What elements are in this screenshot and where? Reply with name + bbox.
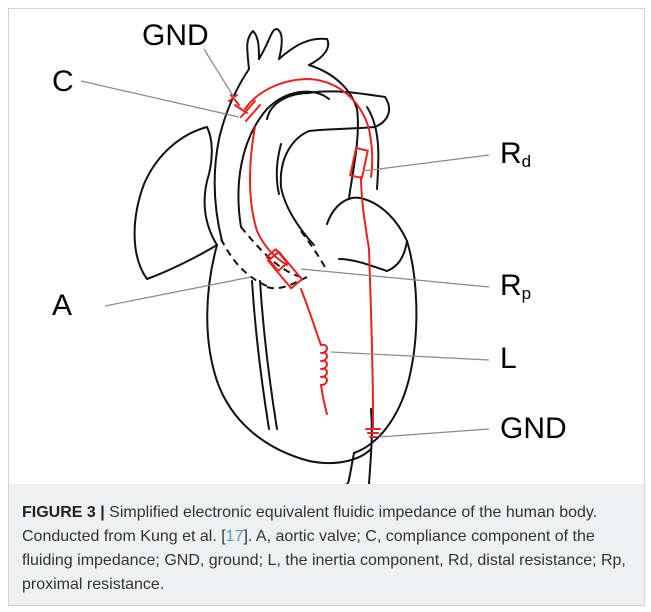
figure-frame: GND C Rd A Rp L GND FIGURE 3 | Simplifie… [8,8,645,606]
label-rd-sub: d [522,152,531,171]
aortic-root-dashed [221,227,327,288]
label-rd-main: R [500,137,522,170]
leader-l [331,352,489,360]
caption-box: FIGURE 3 | Simplified electronic equival… [9,484,644,605]
label-rp-sub: p [522,284,531,303]
label-rd: Rd [500,139,531,177]
label-gnd-bottom: GND [500,414,567,444]
label-rp-main: R [500,269,522,302]
leader-gnd-bottom [379,429,489,437]
leader-gnd-top [204,49,235,99]
heart-diagram: GND C Rd A Rp L GND [9,9,644,484]
label-l: L [500,344,517,374]
figure-label: FIGURE 3 [22,504,96,521]
leader-a [105,277,251,306]
label-c: C [52,67,74,97]
label-gnd-top: GND [142,21,209,51]
inductor-coil [321,345,327,385]
label-a: A [52,291,72,321]
label-rp: Rp [500,271,531,309]
reference-link[interactable]: 17 [226,528,244,545]
leader-rd [363,155,489,171]
leader-c [81,81,239,117]
leader-rp [301,269,489,287]
figure-caption: FIGURE 3 | Simplified electronic equival… [22,501,632,597]
leader-lines [81,49,489,437]
